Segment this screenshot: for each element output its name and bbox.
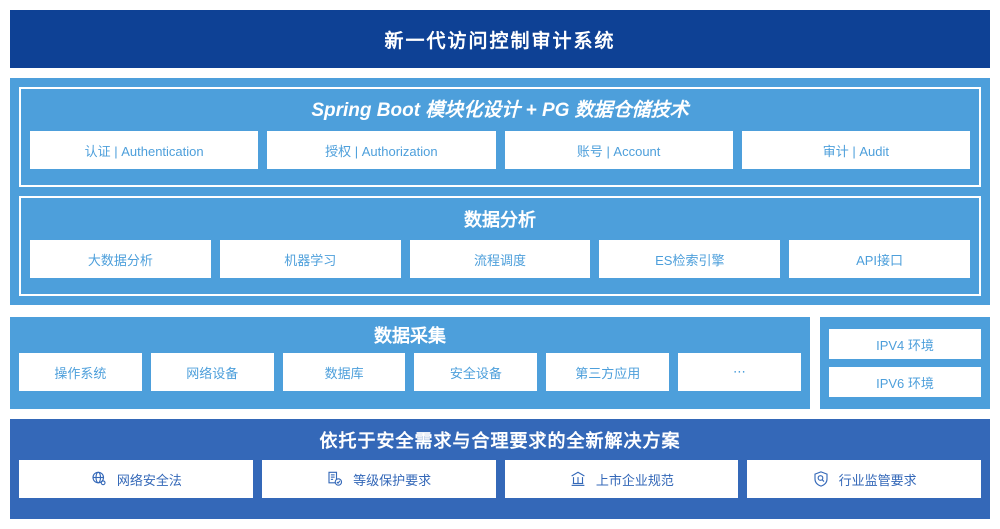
group-spring-boot-chip-row: 认证 | Authentication 授权 | Authorization 账… [30,131,970,169]
chip-big-data-analysis[interactable]: 大数据分析 [30,240,211,278]
shield-search-icon [812,470,830,488]
chip-es-search-engine[interactable]: ES检索引擎 [599,240,781,278]
page-title: 新一代访问控制审计系统 [384,30,616,52]
globe-icon [90,470,108,488]
environment-panel: IPV4 环境 IPV6 环境 [820,317,990,409]
chip-security-device[interactable]: 安全设备 [414,353,538,391]
chip-authentication[interactable]: 认证 | Authentication [30,131,259,169]
data-collection-title: 数据采集 [374,326,446,346]
chip-authorization[interactable]: 授权 | Authorization [267,131,496,169]
chip-audit[interactable]: 审计 | Audit [741,131,970,169]
solution-chip-row: 网络安全法 等级保护要求 [19,460,981,498]
group-data-analysis-title: 数据分析 [464,210,536,230]
group-data-analysis: 数据分析 大数据分析 机器学习 流程调度 ES检索引擎 API接口 [19,196,981,296]
chip-account[interactable]: 账号 | Account [504,131,733,169]
chip-network-device[interactable]: 网络设备 [150,353,274,391]
chip-classified-protection[interactable]: 等级保护要求 [261,460,496,498]
group-spring-boot-title: Spring Boot 模块化设计 + PG 数据仓储技术 [311,100,689,121]
chip-api-interface[interactable]: API接口 [789,240,970,278]
data-collection-chip-row: 操作系统 网络设备 数据库 安全设备 第三方应用 ⋯ [19,353,801,391]
chip-operating-system[interactable]: 操作系统 [19,353,142,391]
chip-listed-company-standards[interactable]: 上市企业规范 [504,460,739,498]
chip-machine-learning[interactable]: 机器学习 [219,240,401,278]
chip-ipv4-environment[interactable]: IPV4 环境 [829,329,981,359]
chip-process-scheduling[interactable]: 流程调度 [409,240,591,278]
chip-listed-company-standards-label: 上市企业规范 [595,472,674,488]
group-data-analysis-chip-row: 大数据分析 机器学习 流程调度 ES检索引擎 API接口 [30,240,970,278]
chip-cybersecurity-law[interactable]: 网络安全法 [19,460,253,498]
solution-title: 依托于安全需求与合理要求的全新解决方案 [319,431,681,451]
chip-industry-regulation-label: 行业监管要求 [838,472,917,488]
chip-more-ellipsis[interactable]: ⋯ [678,353,801,391]
chip-ipv6-environment[interactable]: IPV6 环境 [829,367,981,397]
chip-industry-regulation[interactable]: 行业监管要求 [747,460,981,498]
page-header: 新一代访问控制审计系统 [10,10,990,68]
chip-cybersecurity-law-label: 网络安全法 [116,472,182,488]
collection-row: 数据采集 操作系统 网络设备 数据库 安全设备 第三方应用 ⋯ IPV4 环境 … [10,317,990,409]
chip-classified-protection-label: 等级保护要求 [353,472,432,488]
chip-third-party-application[interactable]: 第三方应用 [546,353,670,391]
document-check-icon [326,470,344,488]
chip-database[interactable]: 数据库 [282,353,406,391]
bank-building-icon [569,470,587,488]
solution-panel: 依托于安全需求与合理要求的全新解决方案 网络安全法 [10,419,990,519]
platform-stack-panel: Spring Boot 模块化设计 + PG 数据仓储技术 认证 | Authe… [10,78,990,305]
data-collection-panel: 数据采集 操作系统 网络设备 数据库 安全设备 第三方应用 ⋯ [10,317,810,409]
group-spring-boot: Spring Boot 模块化设计 + PG 数据仓储技术 认证 | Authe… [19,87,981,187]
